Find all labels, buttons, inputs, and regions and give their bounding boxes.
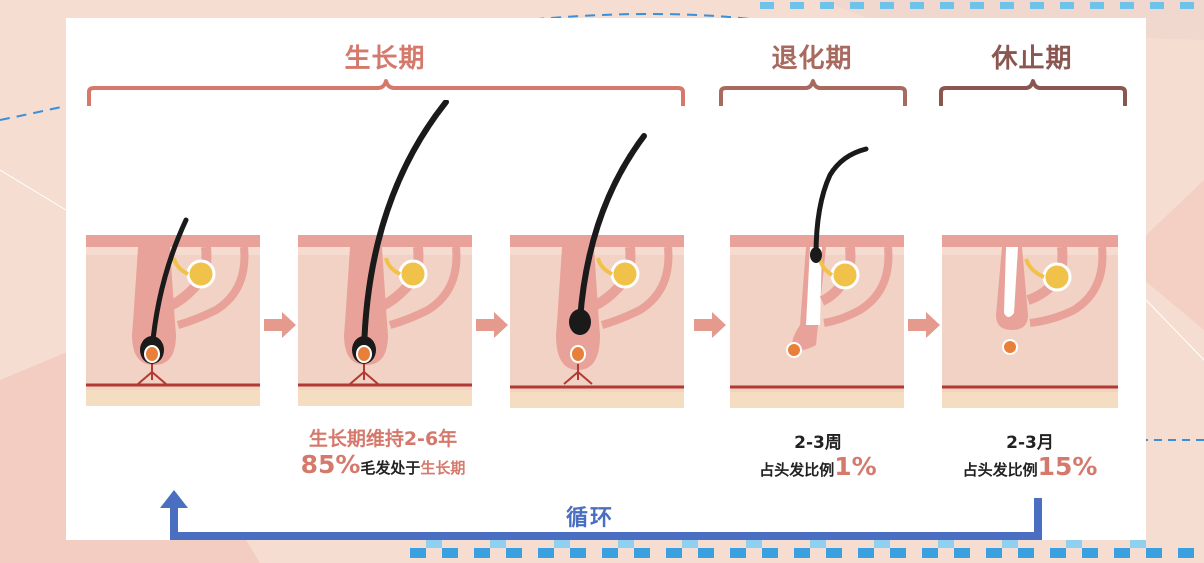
hair-follicle-panel-5 bbox=[942, 235, 1118, 408]
stage-arrow-3 bbox=[694, 312, 726, 338]
growth-percent-caption: 85%毛发处于生长期 bbox=[301, 450, 466, 479]
hair-follicle-panel-2 bbox=[298, 100, 472, 406]
resting-duration-caption: 2-3月 bbox=[1006, 433, 1054, 453]
hair-follicle-panel-3 bbox=[510, 133, 684, 408]
regression-share-value: 1% bbox=[834, 452, 877, 481]
stage-arrow-1 bbox=[264, 312, 296, 338]
cycle-label: 循环 bbox=[565, 506, 615, 531]
resting-share-caption: 占头发比例15% bbox=[963, 452, 1098, 481]
regression-duration-caption: 2-3周 bbox=[794, 433, 842, 453]
bracket-growth bbox=[87, 79, 685, 106]
regression-share-label: 占头发比例 bbox=[759, 461, 835, 479]
resting-share-label: 占头发比例 bbox=[962, 461, 1038, 479]
bracket-resting bbox=[939, 79, 1127, 106]
growth-percent-text-b: 生长期 bbox=[420, 459, 466, 477]
stage-arrow-4 bbox=[908, 312, 940, 338]
regression-share-caption: 占头发比例1% bbox=[759, 452, 876, 481]
cycle-arrow bbox=[160, 490, 1042, 540]
growth-duration-caption: 生长期维持2-6年 bbox=[308, 428, 458, 450]
stage-arrow-2 bbox=[476, 312, 508, 338]
phase-title-growth: 生长期 bbox=[344, 44, 426, 74]
growth-percent-text-a: 毛发处于 bbox=[360, 459, 421, 477]
hair-follicle-panel-4 bbox=[730, 146, 904, 408]
resting-share-value: 15% bbox=[1037, 452, 1098, 481]
bracket-regression bbox=[719, 79, 907, 106]
phase-title-resting: 休止期 bbox=[991, 44, 1073, 74]
growth-percent-value: 85% bbox=[300, 450, 361, 479]
phase-title-regression: 退化期 bbox=[771, 44, 853, 74]
hair-follicle-panel-1 bbox=[86, 217, 260, 406]
